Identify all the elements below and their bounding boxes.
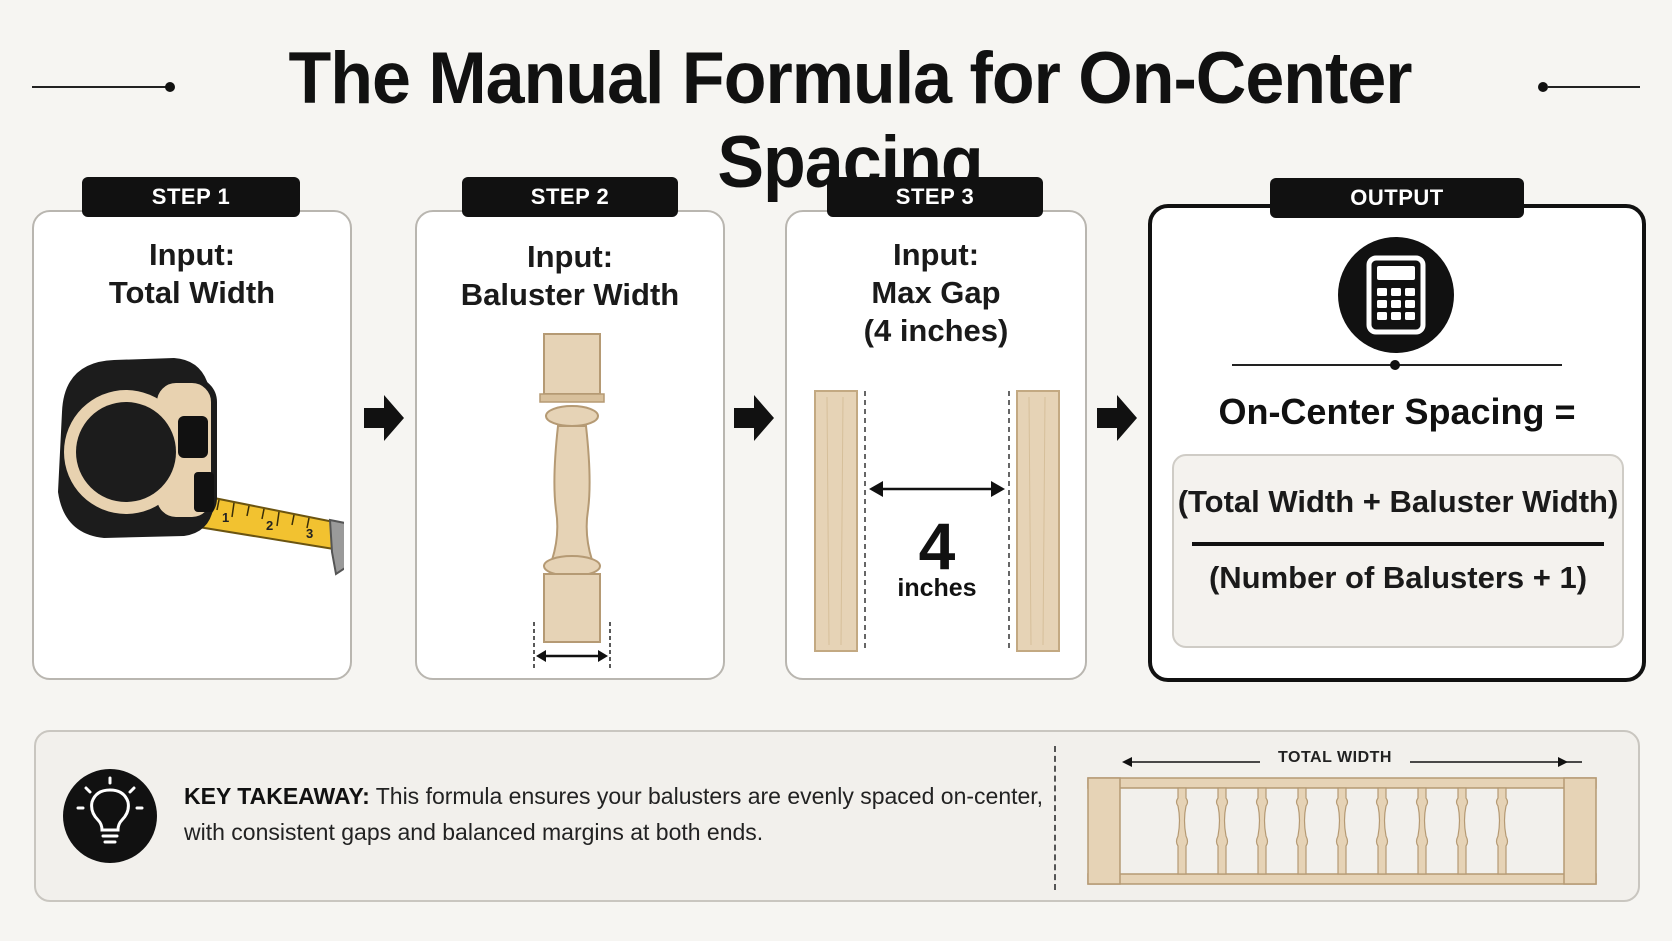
- output-tag: OUTPUT: [1270, 178, 1524, 218]
- gap-number: 4: [918, 509, 956, 583]
- takeaway-line2: with consistent gaps and balanced margin…: [184, 819, 764, 845]
- step-3-label-line3: (4 inches): [863, 313, 1009, 348]
- title-rule-right: [1548, 86, 1640, 88]
- calculator-icon: [1338, 237, 1454, 353]
- title-dot-left: [165, 82, 175, 92]
- title-row: The Manual Formula for On-Center Spacing: [0, 37, 1672, 203]
- title-dot-right: [1538, 82, 1548, 92]
- lightbulb-icon: [63, 769, 157, 863]
- output-divider-dot: [1390, 360, 1400, 370]
- step-3-label-line2: Max Gap: [871, 275, 1001, 310]
- step-2-tag: STEP 2: [462, 177, 678, 217]
- step-2-card: Input: Baluster Width: [415, 210, 725, 680]
- title-rule-left: [32, 86, 167, 88]
- step-3-label: Input: Max Gap (4 inches): [787, 236, 1085, 350]
- step-3-label-line1: Input:: [892, 237, 980, 272]
- step-3-tag: STEP 3: [827, 177, 1043, 217]
- step-2-label: Input: Baluster Width: [417, 238, 723, 314]
- formula-box: (Total Width + Baluster Width) (Number o…: [1172, 454, 1624, 648]
- right-arrow-icon: [364, 395, 404, 441]
- takeaway-divider: [1054, 746, 1056, 890]
- formula-denominator: (Number of Balusters + 1): [1208, 560, 1588, 595]
- railing-total-width-label: TOTAL WIDTH: [1278, 749, 1392, 766]
- step-1-card: Input: Total Width 1 2 3: [32, 210, 352, 680]
- page-title: The Manual Formula for On-Center Spacing: [288, 37, 1412, 203]
- step-3-card: Input: Max Gap (4 inches): [785, 210, 1087, 680]
- step-2-label-line2: Baluster Width: [460, 277, 680, 312]
- step-2-label-line1: Input:: [526, 239, 614, 274]
- step-1-label-line1: Input:: [148, 237, 236, 272]
- spacing-label: On-Center Spacing =: [1218, 391, 1576, 432]
- takeaway-text: KEY TAKEAWAY: This formula ensures your …: [184, 778, 1064, 850]
- step-1-label: Input: Total Width: [34, 236, 350, 312]
- tape-mark-3: 3: [306, 526, 313, 541]
- wood-board-icon: [814, 390, 1060, 652]
- takeaway-line1: This formula ensures your balusters are …: [375, 783, 1044, 809]
- baluster-icon: [533, 333, 611, 670]
- gap-unit: inches: [897, 574, 977, 602]
- railing-icon: [1087, 750, 1597, 885]
- takeaway-heading: KEY TAKEAWAY:: [184, 783, 370, 809]
- step-1-label-line2: Total Width: [108, 275, 276, 310]
- fraction-bar: [1192, 542, 1604, 546]
- tape-measure-icon: 1 2 3: [58, 358, 344, 576]
- tape-mark-2: 2: [266, 518, 273, 533]
- step-1-tag: STEP 1: [82, 177, 300, 217]
- right-arrow-icon: [734, 395, 774, 441]
- tape-mark-1: 1: [222, 510, 229, 525]
- formula-numerator: (Total Width + Baluster Width): [1177, 484, 1619, 519]
- right-arrow-icon: [1097, 395, 1137, 441]
